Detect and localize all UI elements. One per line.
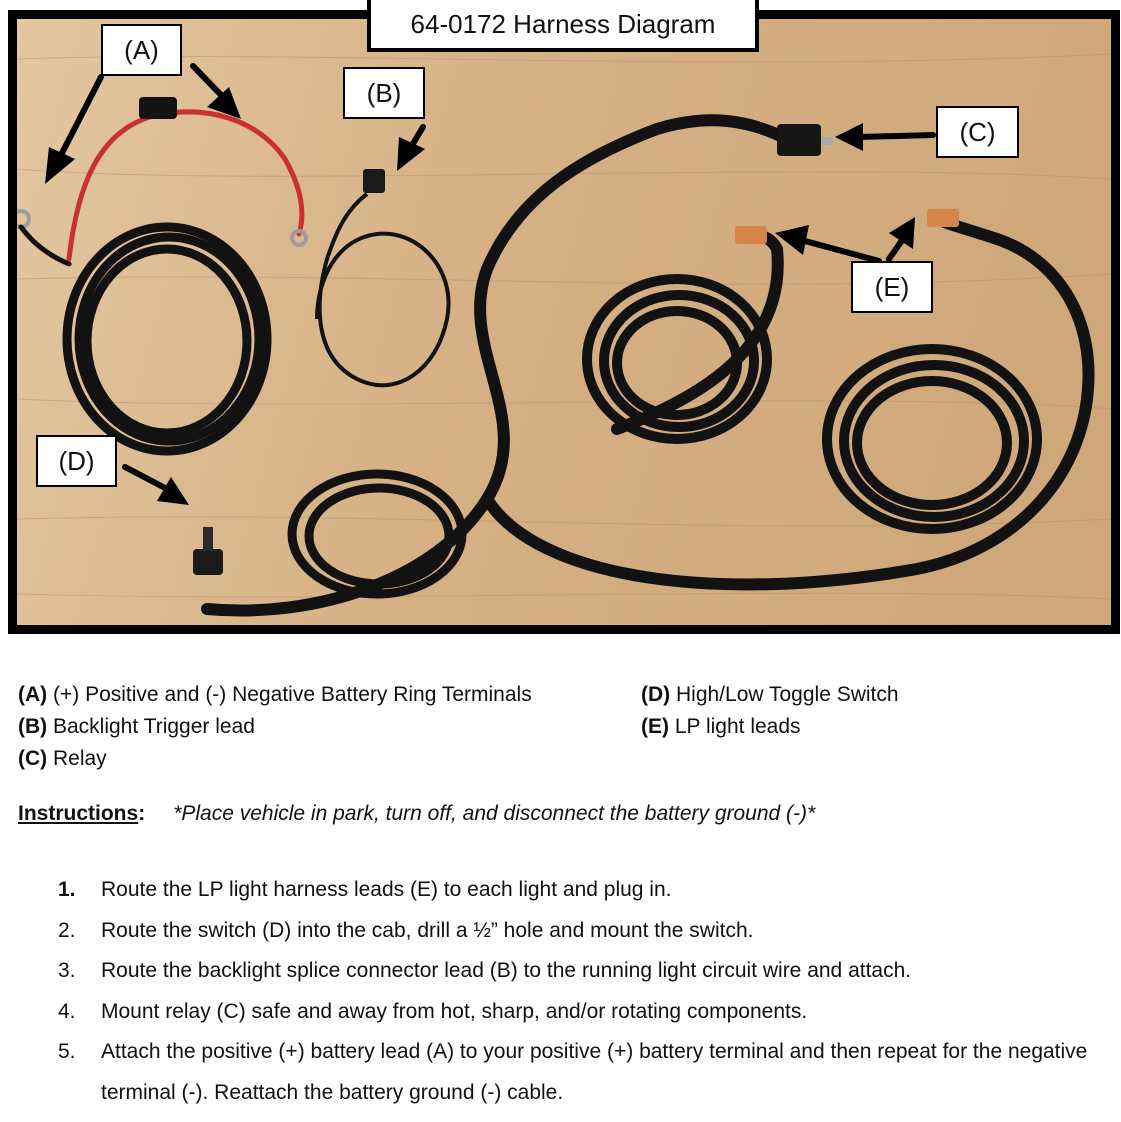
instructions-colon: : — [138, 802, 146, 825]
harness-illustration — [17, 19, 1111, 625]
legend-code: (C) — [18, 747, 48, 770]
harness-photo — [8, 10, 1120, 634]
instructions-header: Instructions: *Place vehicle in park, tur… — [18, 802, 815, 826]
legend-text: Relay — [47, 747, 107, 770]
instructions-note: *Place vehicle in park, turn off, and di… — [173, 802, 816, 825]
legend-item-e: (E) LP light leads — [641, 711, 899, 743]
battery-lead-a — [17, 97, 308, 267]
legend-item-c: (C) Relay — [18, 743, 532, 775]
diagram-title: 64-0172 Harness Diagram — [367, 0, 759, 52]
step-number: 4. — [58, 999, 76, 1023]
callout-e: (E) — [851, 261, 933, 313]
step-item: 5. Attach the positive (+) battery lead (… — [58, 1032, 1108, 1113]
step-item: 3. Route the backlight splice connector l… — [58, 951, 1108, 992]
step-text: Route the LP light harness leads (E) to … — [101, 878, 672, 901]
legend-code: (E) — [641, 715, 669, 738]
instructions-label: Instructions — [18, 802, 139, 825]
legend-code: (B) — [18, 715, 48, 738]
step-item: 4. Mount relay (C) safe and away from hot… — [58, 992, 1108, 1033]
instruction-steps: 1. Route the LP light harness leads (E) t… — [58, 870, 1108, 1113]
legend-code: (D) — [641, 683, 671, 706]
callout-c: (C) — [936, 106, 1019, 158]
coil-left — [62, 222, 272, 456]
step-text: Mount relay (C) safe and away from hot, … — [101, 999, 808, 1023]
backlight-lead-b — [315, 169, 451, 388]
legend-code: (A) — [18, 683, 48, 706]
step-text: Attach the positive (+) battery lead (A)… — [101, 1040, 1088, 1104]
step-number: 3. — [58, 959, 76, 982]
callout-arrows — [45, 63, 936, 505]
main-harness — [201, 114, 1095, 617]
step-number: 2. — [58, 918, 76, 942]
lp-connectors-e — [735, 209, 959, 244]
coil-bottom — [287, 469, 467, 599]
callout-a: (A) — [101, 24, 182, 76]
step-item: 1. Route the LP light harness leads (E) t… — [58, 870, 1108, 911]
coil-center — [582, 274, 772, 444]
legend-item-d: (D) High/Low Toggle Switch — [641, 679, 899, 711]
step-number: 5. — [58, 1040, 76, 1063]
step-item: 2. Route the switch (D) into the cab, dri… — [58, 911, 1108, 952]
legend-text: LP light leads — [669, 715, 801, 738]
legend-item-a: (A) (+) Positive and (-) Negative Batter… — [18, 679, 532, 711]
step-text: Route the backlight splice connector lea… — [101, 959, 912, 982]
legend-text: (+) Positive and (-) Negative Battery Ri… — [47, 683, 532, 706]
legend-left: (A) (+) Positive and (-) Negative Batter… — [18, 679, 532, 775]
callout-b: (B) — [343, 67, 425, 119]
legend-right: (D) High/Low Toggle Switch (E) LP light … — [641, 679, 899, 743]
legend-text: Backlight Trigger lead — [47, 715, 255, 738]
legend-item-b: (B) Backlight Trigger lead — [18, 711, 532, 743]
step-text: Route the switch (D) into the cab, drill… — [101, 918, 754, 942]
callout-d: (D) — [36, 435, 117, 487]
relay-c — [777, 124, 821, 156]
legend-text: High/Low Toggle Switch — [670, 683, 899, 706]
coil-right — [822, 344, 1042, 534]
step-number: 1. — [58, 878, 76, 901]
toggle-switch-d — [193, 527, 223, 575]
